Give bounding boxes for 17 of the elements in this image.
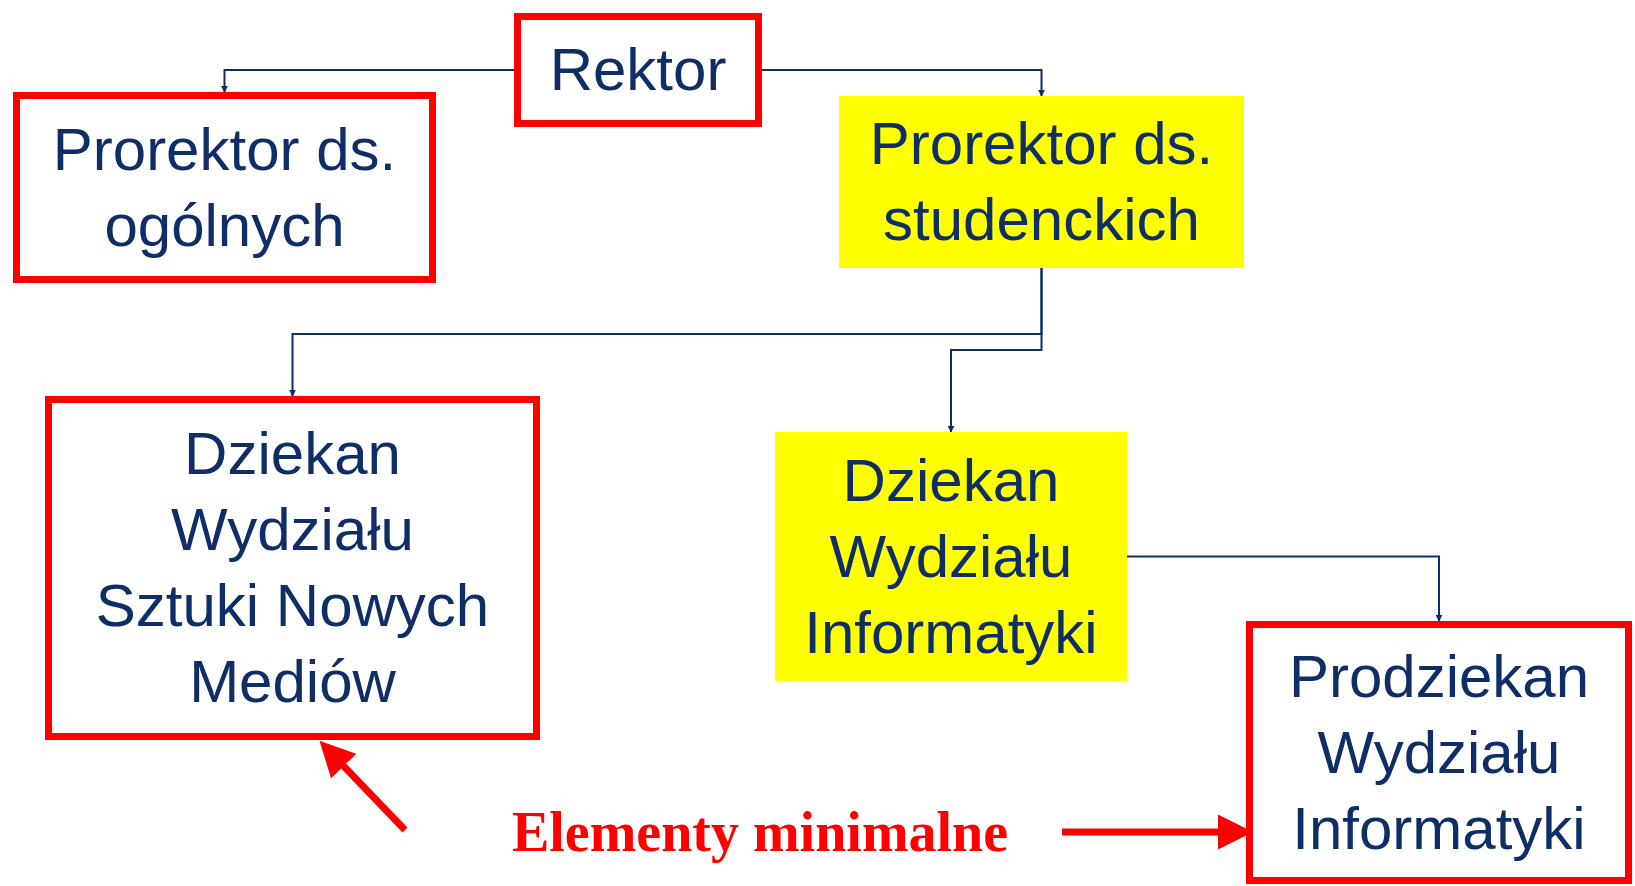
org-box	[45, 396, 540, 740]
box-label: Prorektor ds. ogólnych	[51, 114, 398, 261]
org-box	[775, 432, 1127, 681]
arrow	[1126, 555, 1443, 622]
org-box	[13, 92, 436, 283]
org-box	[1246, 621, 1632, 884]
arrow	[221, 69, 515, 93]
box-label: Dziekan Wydziału Informatyki	[803, 445, 1099, 668]
arrow	[761, 69, 1045, 97]
box-label: Dziekan Wydziału Sztuki Nowych Mediów	[94, 419, 491, 717]
box-label: Prodziekan Wydziału Informatyki	[1287, 641, 1591, 864]
org-box	[514, 13, 762, 127]
box-label: Rektor	[549, 35, 727, 105]
box-label: Prorektor ds. studenckich	[868, 109, 1215, 255]
arrow	[947, 267, 1043, 433]
arrow	[319, 740, 408, 833]
org-box	[839, 96, 1244, 268]
